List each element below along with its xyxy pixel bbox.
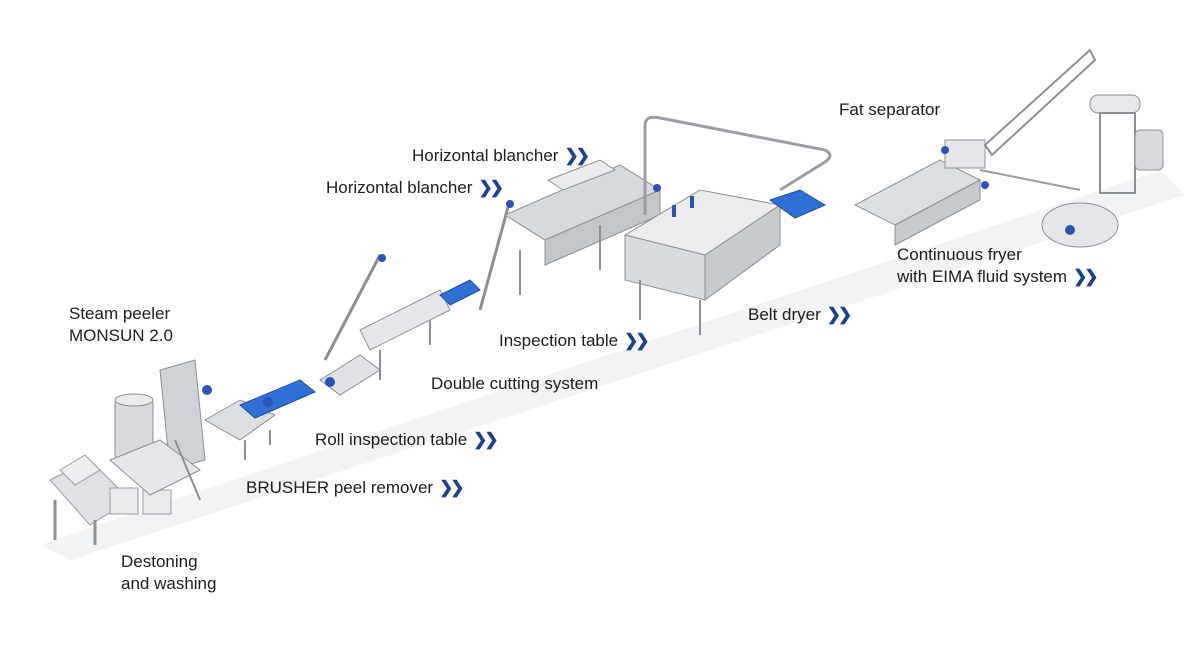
chevron-right-icon: ❯❯ <box>826 305 852 324</box>
inspection-table-label: Inspection table <box>499 331 619 350</box>
steam-peeler-label-line2: MONSUN 2.0 <box>69 326 173 345</box>
chevron-right-icon: ❯❯ <box>1073 267 1098 286</box>
horizontal-blancher-link-2[interactable]: Horizontal blancher ❯❯ <box>326 177 504 199</box>
destoning-label: Destoning and washing <box>121 551 216 595</box>
destoning-label-line2: and washing <box>121 574 217 593</box>
steam-peeler-machine <box>109 359 212 501</box>
belt-dryer-label: Belt dryer <box>748 305 821 324</box>
brusher-link[interactable]: BRUSHER peel remover ❯❯ <box>246 477 464 499</box>
chevron-right-icon: ❯❯ <box>473 430 498 449</box>
horizontal-blancher-label-1: Horizontal blancher <box>412 146 559 165</box>
continuous-fryer-link[interactable]: Continuous fryer with EIMA fluid system ❯… <box>897 244 1098 288</box>
inspection-table-link[interactable]: Inspection table ❯❯ <box>499 330 650 352</box>
horizontal-blancher-link-1[interactable]: Horizontal blancher ❯❯ <box>412 145 590 167</box>
floor-shadow <box>40 170 1185 560</box>
brusher-and-roll-inspection <box>203 379 316 460</box>
horizontal-blancher-label-2: Horizontal blancher <box>326 178 473 197</box>
fryer-label-line1: Continuous fryer <box>897 245 1022 264</box>
belt-dryer-link[interactable]: Belt dryer ❯❯ <box>748 304 852 326</box>
fryer-label-line2: with EIMA fluid system <box>897 267 1068 286</box>
fat-separator-label: Fat separator <box>839 100 941 119</box>
destoning-washer-machine <box>49 454 172 545</box>
steam-peeler-label-line1: Steam peeler <box>69 304 171 323</box>
roll-inspection-label: Roll inspection table <box>315 430 468 449</box>
chevron-right-icon: ❯❯ <box>624 331 649 350</box>
double-cutting-machine <box>319 254 481 396</box>
chevron-right-icon: ❯❯ <box>439 478 464 497</box>
double-cutting-label: Double cutting system <box>431 374 599 393</box>
roll-inspection-link[interactable]: Roll inspection table ❯❯ <box>315 429 499 451</box>
chevron-right-icon: ❯❯ <box>478 178 503 197</box>
fryer-and-fat-separator <box>853 48 1164 248</box>
chevron-right-icon: ❯❯ <box>564 146 589 165</box>
brusher-label: BRUSHER peel remover <box>246 478 434 497</box>
belt-dryer-machine <box>623 115 832 335</box>
destoning-label-line1: Destoning <box>121 552 198 571</box>
steam-peeler-label: Steam peeler MONSUN 2.0 <box>69 303 173 347</box>
horizontal-blancher-machines <box>478 159 662 311</box>
